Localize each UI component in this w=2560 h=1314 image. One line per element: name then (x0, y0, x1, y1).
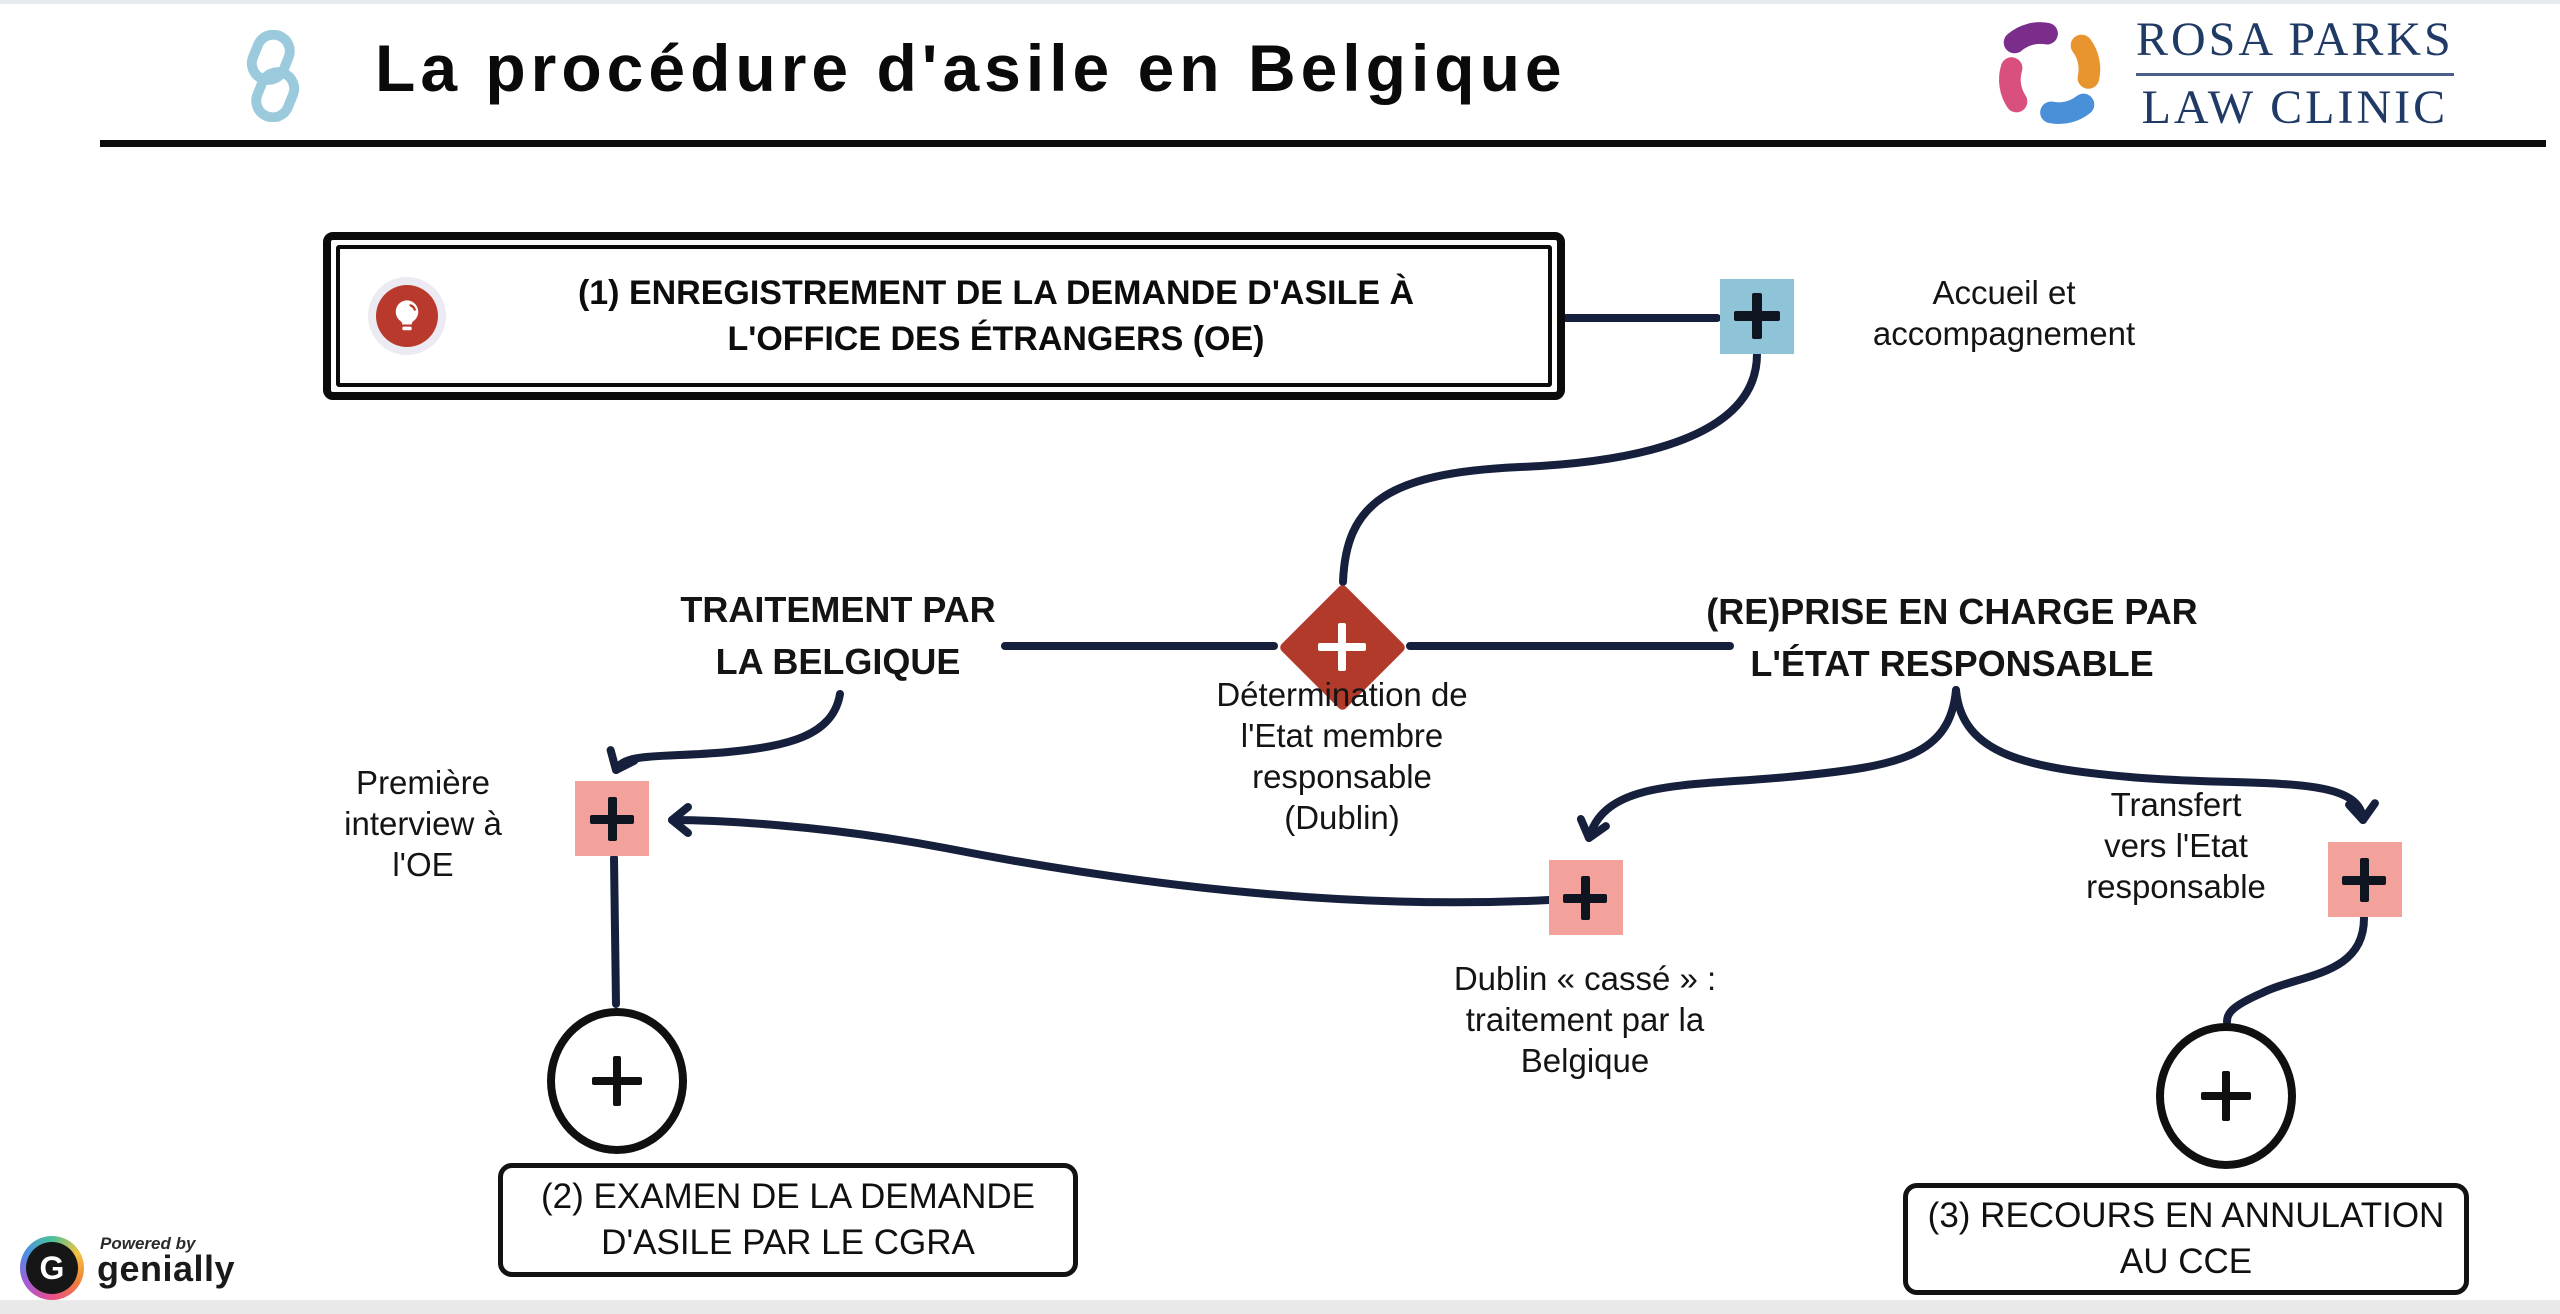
powered-by-label: Powered by (100, 1234, 196, 1253)
determination-line-1: Détermination de (1216, 676, 1468, 713)
bottom-edge-strip (0, 1300, 2560, 1314)
step1-label: (1) ENREGISTREMENT DE LA DEMANDE D'ASILE… (472, 270, 1520, 362)
logo-line-1: ROSA PARKS (2136, 12, 2454, 76)
chain-link-icon (246, 30, 300, 122)
reprise-etat-label: (RE)PRISE EN CHARGE PAR L'ÉTAT RESPONSAB… (1706, 586, 2197, 690)
plus-icon (2342, 858, 2386, 902)
premiere-line-2: interview à (344, 805, 502, 842)
step1-box: (1) ENREGISTREMENT DE LA DEMANDE D'ASILE… (323, 232, 1565, 400)
step2-box: (2) EXAMEN DE LA DEMANDE D'ASILE PAR LE … (498, 1163, 1078, 1277)
rosa-parks-logo: ROSA PARKS LAW CLINIC (1986, 8, 2546, 138)
premiere-interview-label: Première interview à l'OE (344, 762, 502, 885)
wire-accueil-to-diamond (1339, 350, 1761, 586)
plus-icon (592, 1056, 642, 1106)
premiere-line-1: Première (356, 764, 490, 801)
reprise-line-1: (RE)PRISE EN CHARGE PAR (1706, 591, 2198, 632)
traitement-belgique-label: TRAITEMENT PAR LA BELGIQUE (680, 584, 995, 688)
logo-line-2: LAW CLINIC (2141, 80, 2449, 134)
step1-line-2: L'OFFICE DES ÉTRANGERS (OE) (727, 320, 1265, 358)
determination-line-4: (Dublin) (1284, 799, 1400, 836)
determination-label: Détermination de l'Etat membre responsab… (1216, 674, 1467, 838)
plus-icon (1734, 293, 1780, 339)
transfert-line-1: Transfert (2110, 786, 2242, 823)
wire-traitement-to-premiere (606, 690, 844, 774)
lightbulb-icon (395, 300, 419, 331)
genially-logo-icon[interactable]: G (20, 1236, 84, 1300)
wire-premiere-to-circle2 (610, 854, 620, 1008)
wire-reprise-to-dublincasse (1576, 686, 1960, 842)
transfert-label: Transfert vers l'Etat responsable (2086, 784, 2266, 907)
step2-line-1: (2) EXAMEN DE LA DEMANDE (541, 1177, 1035, 1216)
premiere-line-3: l'OE (392, 846, 454, 883)
genially-brand-label[interactable]: genially (97, 1248, 236, 1289)
accueil-line-2: accompagnement (1872, 315, 2136, 352)
determination-line-2: l'Etat membre (1240, 717, 1444, 754)
plus-icon (1563, 876, 1607, 920)
wire-dublincasse-to-premiere (668, 803, 1553, 907)
top-edge-strip (0, 0, 2560, 4)
genially-g-icon: G (26, 1242, 78, 1294)
accueil-line-1: Accueil et (1932, 274, 2076, 311)
determination-line-3: responsable (1252, 758, 1432, 795)
traitement-line-2: LA BELGIQUE (715, 641, 961, 682)
step3-line-2: AU CCE (2119, 1242, 2253, 1281)
wire-transfert-to-circle3 (2223, 914, 2368, 1026)
step3-line-1: (3) RECOURS EN ANNULATION (1927, 1196, 2445, 1235)
dublin-casse-line-2: traitement par la (1465, 1001, 1705, 1038)
step2-line-2: D'ASILE PAR LE CGRA (601, 1223, 975, 1262)
step1-box-inner: (1) ENREGISTREMENT DE LA DEMANDE D'ASILE… (336, 245, 1552, 387)
rosa-parks-wordmark: ROSA PARKS LAW CLINIC (2136, 12, 2454, 135)
reprise-line-2: L'ÉTAT RESPONSABLE (1750, 643, 2154, 684)
plus-icon (1318, 623, 1366, 671)
bulb-halo (368, 277, 446, 355)
transfert-line-3: responsable (2086, 868, 2266, 905)
step3-box: (3) RECOURS EN ANNULATION AU CCE (1903, 1183, 2469, 1295)
dublin-casse-line-3: Belgique (1520, 1042, 1650, 1079)
step1-line-1: (1) ENREGISTREMENT DE LA DEMANDE D'ASILE… (577, 274, 1415, 312)
wire-reprise-to-transfert (1952, 686, 2379, 824)
page-title: La procédure d'asile en Belgique (375, 31, 1567, 105)
header-divider (100, 140, 2546, 147)
lightbulb-button[interactable] (376, 285, 438, 347)
plus-icon (590, 797, 634, 841)
traitement-line-1: TRAITEMENT PAR (680, 589, 996, 630)
transfert-line-2: vers l'Etat (2104, 827, 2248, 864)
plus-icon (2201, 1071, 2251, 1121)
dublin-casse-label: Dublin « cassé » : traitement par la Bel… (1454, 958, 1716, 1081)
dublin-casse-line-1: Dublin « cassé » : (1453, 960, 1717, 997)
accueil-label: Accueil et accompagnement (1873, 272, 2135, 354)
hands-circle-icon (1999, 22, 2101, 124)
